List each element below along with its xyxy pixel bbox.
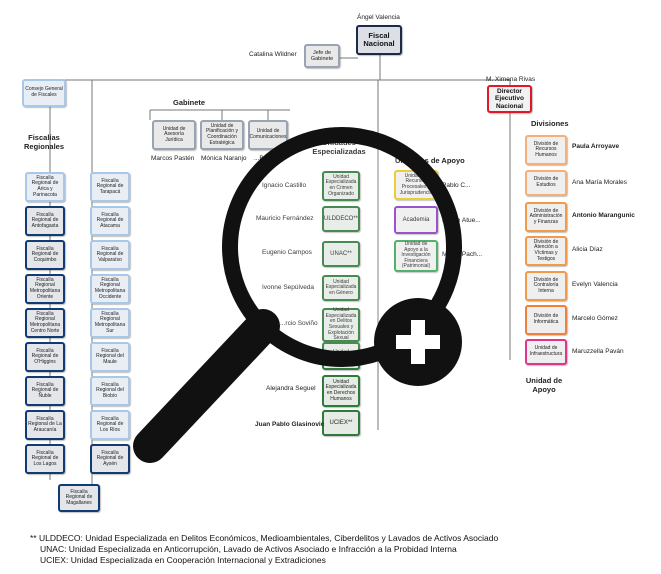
apoyo-person-2: Marco Pach...	[442, 251, 483, 258]
fiscalia-left-4[interactable]: Fiscalía Regional Metropolitana Centro N…	[25, 308, 65, 338]
apoyo-person-0: Pablo C...	[442, 182, 471, 189]
fiscalia-left-8[interactable]: Fiscalía Regional de Los Lagos	[25, 444, 65, 474]
especializada-person-6: Alejandra Seguel	[266, 385, 316, 392]
fiscalia-left-7[interactable]: Fiscalía Regional de La Araucanía	[25, 410, 65, 440]
fiscalia-right-0[interactable]: Fiscalía Regional de Tarapacá	[90, 172, 130, 202]
division-person-4: Evelyn Valencia	[572, 281, 618, 288]
especializada-person-2: Eugenio Campos	[262, 249, 312, 256]
division-person-3: Alicia Díaz	[572, 246, 603, 253]
fiscalia-left-0[interactable]: Fiscalía Regional de Arica y Parinacota	[25, 172, 65, 202]
especializada-person-0: Ignacio Castillo	[262, 182, 306, 189]
fiscalia-magallanes[interactable]: Fiscalía Regional de Magallanes	[58, 484, 100, 512]
division-person-5: Marcelo Gómez	[572, 315, 618, 322]
divisiones-heading: Divisiones	[531, 119, 569, 128]
fiscal-nacional-name: Ángel Valencia	[357, 14, 400, 21]
fiscalia-left-3[interactable]: Fiscalía Regional Metropolitana Oriente	[25, 274, 65, 304]
fiscalia-right-6[interactable]: Fiscalía Regional del Biobío	[90, 376, 130, 406]
unidad-planificacion-box[interactable]: Unidad de Planificación y Coordinación E…	[200, 120, 244, 150]
especializada-box-2[interactable]: UNAC**	[322, 241, 360, 267]
gabinete-person-asesoria: Marcos Pastén	[151, 155, 195, 162]
plus-vertical-bar	[411, 320, 425, 364]
especializada-person-3: Ivonne Sepúlveda	[262, 284, 314, 291]
division-box-1[interactable]: División de Estudios	[525, 170, 567, 196]
apoyo-unit-box-2[interactable]: Unidad de Apoyo a la Investigación Finan…	[394, 240, 438, 272]
magnifier-handle	[133, 309, 280, 463]
division-person-1: Ana María Morales	[572, 179, 627, 186]
fiscalia-right-7[interactable]: Fiscalía Regional de Los Ríos	[90, 410, 130, 440]
apoyo-person-1: Faride Atue...	[442, 217, 481, 224]
especializada-person-7: Juan Pablo Glasinovic	[255, 421, 325, 428]
division-person-2: Antonio Marangunic	[572, 212, 635, 219]
apoyo-unit-box-1[interactable]: Academia	[394, 206, 438, 234]
division-box-0[interactable]: División de Recursos Humanos	[525, 135, 567, 165]
division-box-4[interactable]: División de Contraloría Interna	[525, 271, 567, 301]
division-box-2[interactable]: División de Administración y Finanzas	[525, 202, 567, 232]
unidades-apoyo-heading: Unidades de Apoyo	[395, 156, 465, 165]
fiscalia-right-5[interactable]: Fiscalía Regional del Maule	[90, 342, 130, 372]
division-box-6[interactable]: Unidad de Infraestructura	[525, 339, 567, 365]
division-box-3[interactable]: División de Atención a Víctimas y Testig…	[525, 236, 567, 266]
fiscal-nacional-box[interactable]: Fiscal Nacional	[356, 25, 402, 55]
jefe-gabinete-box[interactable]: Jefe de Gabinete	[304, 44, 340, 68]
especializada-person-4: ...rcio Soviño	[280, 320, 318, 327]
fiscalia-right-8[interactable]: Fiscalía Regional de Aysén	[90, 444, 130, 474]
division-person-0: Paula Arroyave	[572, 143, 620, 150]
fiscalia-left-5[interactable]: Fiscalía Regional de O'Higgins	[25, 342, 65, 372]
division-box-5[interactable]: División de Informática	[525, 305, 567, 335]
jefe-gabinete-name: Catalina Wildner	[249, 51, 297, 58]
division-person-6: Maruzzella Paván	[572, 348, 624, 355]
unidad-asesoria-juridica-box[interactable]: Unidad de Asesoría Jurídica	[152, 120, 196, 150]
especializada-box-7[interactable]: UCIEX**	[322, 410, 360, 436]
footnote-uciex: UCIEX: Unidad Especializada en Cooperaci…	[40, 555, 326, 565]
fiscalia-right-1[interactable]: Fiscalía Regional de Atacama	[90, 206, 130, 236]
fiscalia-left-6[interactable]: Fiscalía Regional de Ñuble	[25, 376, 65, 406]
especializada-box-6[interactable]: Unidad Especializada en Derechos Humanos	[322, 375, 360, 407]
footnote-ulddeco: ** ULDDECO: Unidad Especializada en Deli…	[30, 533, 499, 543]
consejo-general-box[interactable]: Consejo General de Fiscales	[22, 79, 66, 107]
especializada-box-3[interactable]: Unidad Especializada en Género	[322, 275, 360, 301]
gabinete-heading: Gabinete	[173, 98, 206, 107]
especializada-box-4[interactable]: Unidad Especializada en Delitos Sexuales…	[322, 307, 360, 342]
especializada-person-1: Mauricio Fernández	[256, 215, 313, 222]
fiscalia-left-2[interactable]: Fiscalía Regional de Coquimbo	[25, 240, 65, 270]
director-ejecutivo-box[interactable]: Director Ejecutivo Nacional	[487, 85, 532, 113]
unidad-apoyo-heading: Unidad de Apoyo	[525, 376, 563, 394]
gabinete-person-planificacion: Mónica Naranjo	[201, 155, 247, 162]
fiscalia-left-1[interactable]: Fiscalía Regional de Antofagasta	[25, 206, 65, 236]
footnote-unac: UNAC: Unidad Especializada en Anticorrup…	[40, 544, 457, 554]
fiscalia-right-3[interactable]: Fiscalía Regional Metropolitana Occident…	[90, 274, 130, 304]
fiscalia-right-4[interactable]: Fiscalía Regional Metropolitana Sur	[90, 308, 130, 338]
fiscalia-right-2[interactable]: Fiscalía Regional de Valparaíso	[90, 240, 130, 270]
especializada-box-0[interactable]: Unidad Especializada en Crimen Organizad…	[322, 171, 360, 201]
fiscalias-heading: Fiscalías Regionales	[23, 133, 64, 151]
director-name: M. Ximena Rivas	[486, 76, 536, 83]
especializada-box-1[interactable]: ULDDECO**	[322, 206, 360, 232]
